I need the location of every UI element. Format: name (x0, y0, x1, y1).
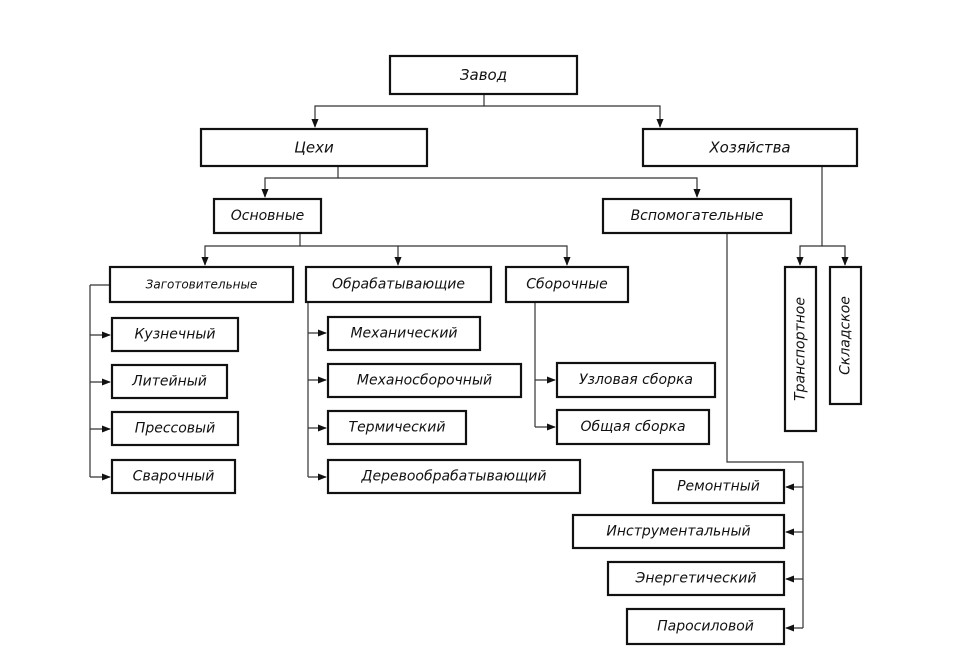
node-parosilovoy: Паросиловой (625, 607, 786, 646)
connector-khozyaystva-branch (796, 167, 823, 266)
node-energeticheskiy-label: Энергетический (635, 571, 757, 587)
node-mekhanosborochnyy: Механосборочный (326, 362, 523, 399)
node-pressovyy-label: Прессовый (135, 421, 215, 437)
node-parosilovoy-label: Паросиловой (657, 619, 754, 635)
connector-osnovnye-zagotovitelnye (201, 233, 301, 266)
node-energeticheskiy: Энергетический (606, 560, 786, 597)
connector-tsekhi-vspomogatelnye (338, 177, 701, 198)
node-tsekhi-label: Цехи (294, 139, 334, 157)
node-instrumentalnyy: Инструментальный (571, 513, 786, 550)
connector-khozyaystva-skladskoe (822, 245, 849, 266)
node-kuznechnyy-label: Кузнечный (134, 327, 215, 343)
node-obshchaya-sborka: Общая сборка (555, 408, 711, 446)
connector-zavod-children (311, 95, 485, 128)
node-svarochnyy-label: Сварочный (133, 469, 215, 485)
node-mekhanosborochnyy-label: Механосборочный (357, 373, 492, 389)
node-vspomogatelnye: Вспомогательные (601, 197, 793, 235)
node-zavod-label: Завод (460, 66, 507, 84)
connector-osnovnye-sborochnye (398, 245, 571, 266)
connector-vspomogatelnye-spine (726, 233, 804, 628)
node-mekhanicheskiy: Механический (326, 315, 482, 352)
node-svarochnyy: Сварочный (110, 458, 237, 495)
node-liteynyy: Литейный (110, 363, 229, 400)
node-sborochnye: Сборочные (504, 265, 630, 304)
node-skladskoe: Складское (828, 265, 863, 406)
node-zagotovitelnye: Заготовительные (108, 265, 295, 304)
node-uzlovaya-sborka-label: Узловая сборка (579, 372, 693, 388)
node-derevoobrabatyvayushchiy: Деревообрабатывающий (326, 458, 582, 495)
node-obrabatyvayushchie-label: Обрабатывающие (332, 277, 465, 293)
node-termicheskiy: Термический (326, 409, 468, 446)
node-pressovyy: Прессовый (110, 410, 240, 447)
node-obrabatyvayushchie: Обрабатывающие (304, 265, 493, 304)
node-transportnoe: Транспортное (783, 265, 818, 433)
node-remontnyy-label: Ремонтный (677, 479, 760, 495)
node-termicheskiy-label: Термический (349, 420, 446, 436)
node-remontnyy: Ремонтный (651, 468, 786, 505)
connector-zavod-khozyaystva (484, 105, 664, 128)
connector-osnovnye-obrabatyvayushchie (300, 245, 402, 266)
node-kuznechnyy: Кузнечный (110, 316, 240, 353)
node-khozyaystva: Хозяйства (641, 127, 859, 168)
node-vspomogatelnye-label: Вспомогательные (631, 208, 764, 224)
connectors (89, 95, 849, 632)
node-zavod: Завод (388, 54, 579, 96)
node-obshchaya-sborka-label: Общая сборка (580, 419, 685, 435)
node-osnovnye: Основные (212, 197, 323, 235)
node-transportnoe-label: Транспортное (793, 297, 809, 401)
node-khozyaystva-label: Хозяйства (708, 139, 790, 157)
node-sborochnye-label: Сборочные (526, 277, 608, 293)
node-zagotovitelnye-label: Заготовительные (146, 278, 258, 292)
node-skladskoe-label: Складское (838, 296, 854, 375)
node-osnovnye-label: Основные (231, 208, 305, 224)
node-mekhanicheskiy-label: Механический (350, 326, 457, 342)
node-liteynyy-label: Литейный (131, 374, 207, 390)
node-derevoobrabatyvayushchiy-label: Деревообрабатывающий (361, 469, 547, 485)
node-instrumentalnyy-label: Инструментальный (606, 524, 750, 540)
node-tsekhi: Цехи (199, 127, 429, 168)
connector-tsekhi-osnovnye (261, 167, 339, 198)
node-uzlovaya-sborka: Узловая сборка (555, 361, 717, 399)
